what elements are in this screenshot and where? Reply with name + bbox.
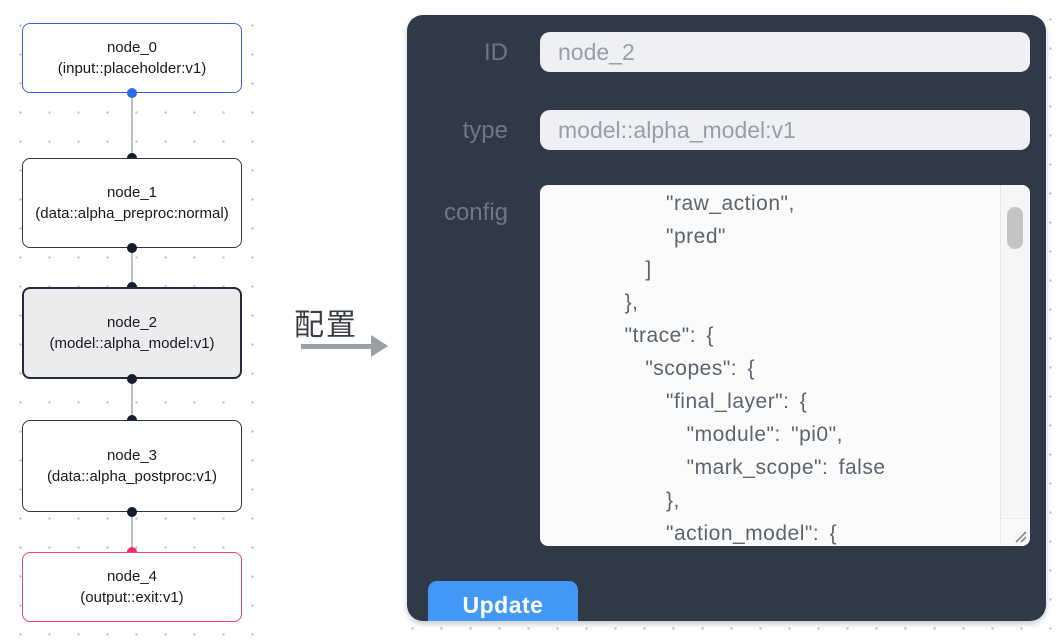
right-arrow-head-icon bbox=[371, 335, 388, 357]
type-field-label: type bbox=[462, 117, 508, 144]
id-input[interactable] bbox=[540, 32, 1030, 72]
config-scrollbar[interactable] bbox=[1000, 185, 1030, 518]
node-title: node_1 bbox=[106, 184, 158, 201]
update-button[interactable]: Update bbox=[428, 581, 578, 621]
source-handle-node_2[interactable] bbox=[127, 374, 137, 384]
source-handle-node_1[interactable] bbox=[127, 243, 137, 253]
node-subtitle: (data::alpha_postproc:v1) bbox=[46, 468, 218, 485]
panel-canvas-background: ID type config "raw_action", "pred" ] },… bbox=[392, 0, 1062, 643]
config-textarea[interactable]: "raw_action", "pred" ] }, "trace": { "sc… bbox=[540, 185, 1030, 546]
node-title: node_0 bbox=[106, 39, 158, 56]
resize-handle-icon[interactable] bbox=[1000, 518, 1030, 546]
graph-node-node_4[interactable]: node_4 (output::exit:v1) bbox=[22, 552, 242, 622]
node-title: node_4 bbox=[106, 568, 158, 585]
edge-node_2-node_3 bbox=[131, 379, 133, 420]
config-scrollbar-thumb[interactable] bbox=[1007, 207, 1023, 249]
node-config-panel: ID type config "raw_action", "pred" ] },… bbox=[407, 15, 1046, 621]
graph-node-node_2-selected[interactable]: node_2 (model::alpha_model:v1) bbox=[22, 287, 242, 379]
config-json-text: "raw_action", "pred" ] }, "trace": { "sc… bbox=[624, 192, 886, 545]
node-subtitle: (output::exit:v1) bbox=[80, 589, 184, 606]
graph-node-node_3[interactable]: node_3 (data::alpha_postproc:v1) bbox=[22, 420, 242, 512]
node-subtitle: (input::placeholder:v1) bbox=[57, 60, 207, 77]
graph-node-node_0[interactable]: node_0 (input::placeholder:v1) bbox=[22, 23, 242, 93]
type-input[interactable] bbox=[540, 110, 1030, 150]
node-title: node_3 bbox=[106, 447, 158, 464]
node-title: node_2 bbox=[106, 314, 158, 331]
node-subtitle: (model::alpha_model:v1) bbox=[49, 335, 215, 352]
config-annotation-label: 配置 bbox=[294, 309, 358, 342]
source-handle-node_3[interactable] bbox=[127, 507, 137, 517]
edge-node_0-node_1 bbox=[131, 93, 133, 158]
id-field-label: ID bbox=[484, 39, 508, 66]
node-subtitle: (data::alpha_preproc:normal) bbox=[35, 205, 229, 222]
graph-node-node_1[interactable]: node_1 (data::alpha_preproc:normal) bbox=[22, 158, 242, 248]
edge-node_3-node_4 bbox=[131, 512, 133, 552]
config-field-label: config bbox=[443, 199, 508, 226]
edge-node_1-node_2 bbox=[131, 248, 133, 287]
source-handle-node_0[interactable] bbox=[127, 88, 137, 98]
right-arrow-icon bbox=[301, 344, 373, 349]
graph-canvas[interactable]: node_0 (input::placeholder:v1) node_1 (d… bbox=[0, 0, 276, 643]
